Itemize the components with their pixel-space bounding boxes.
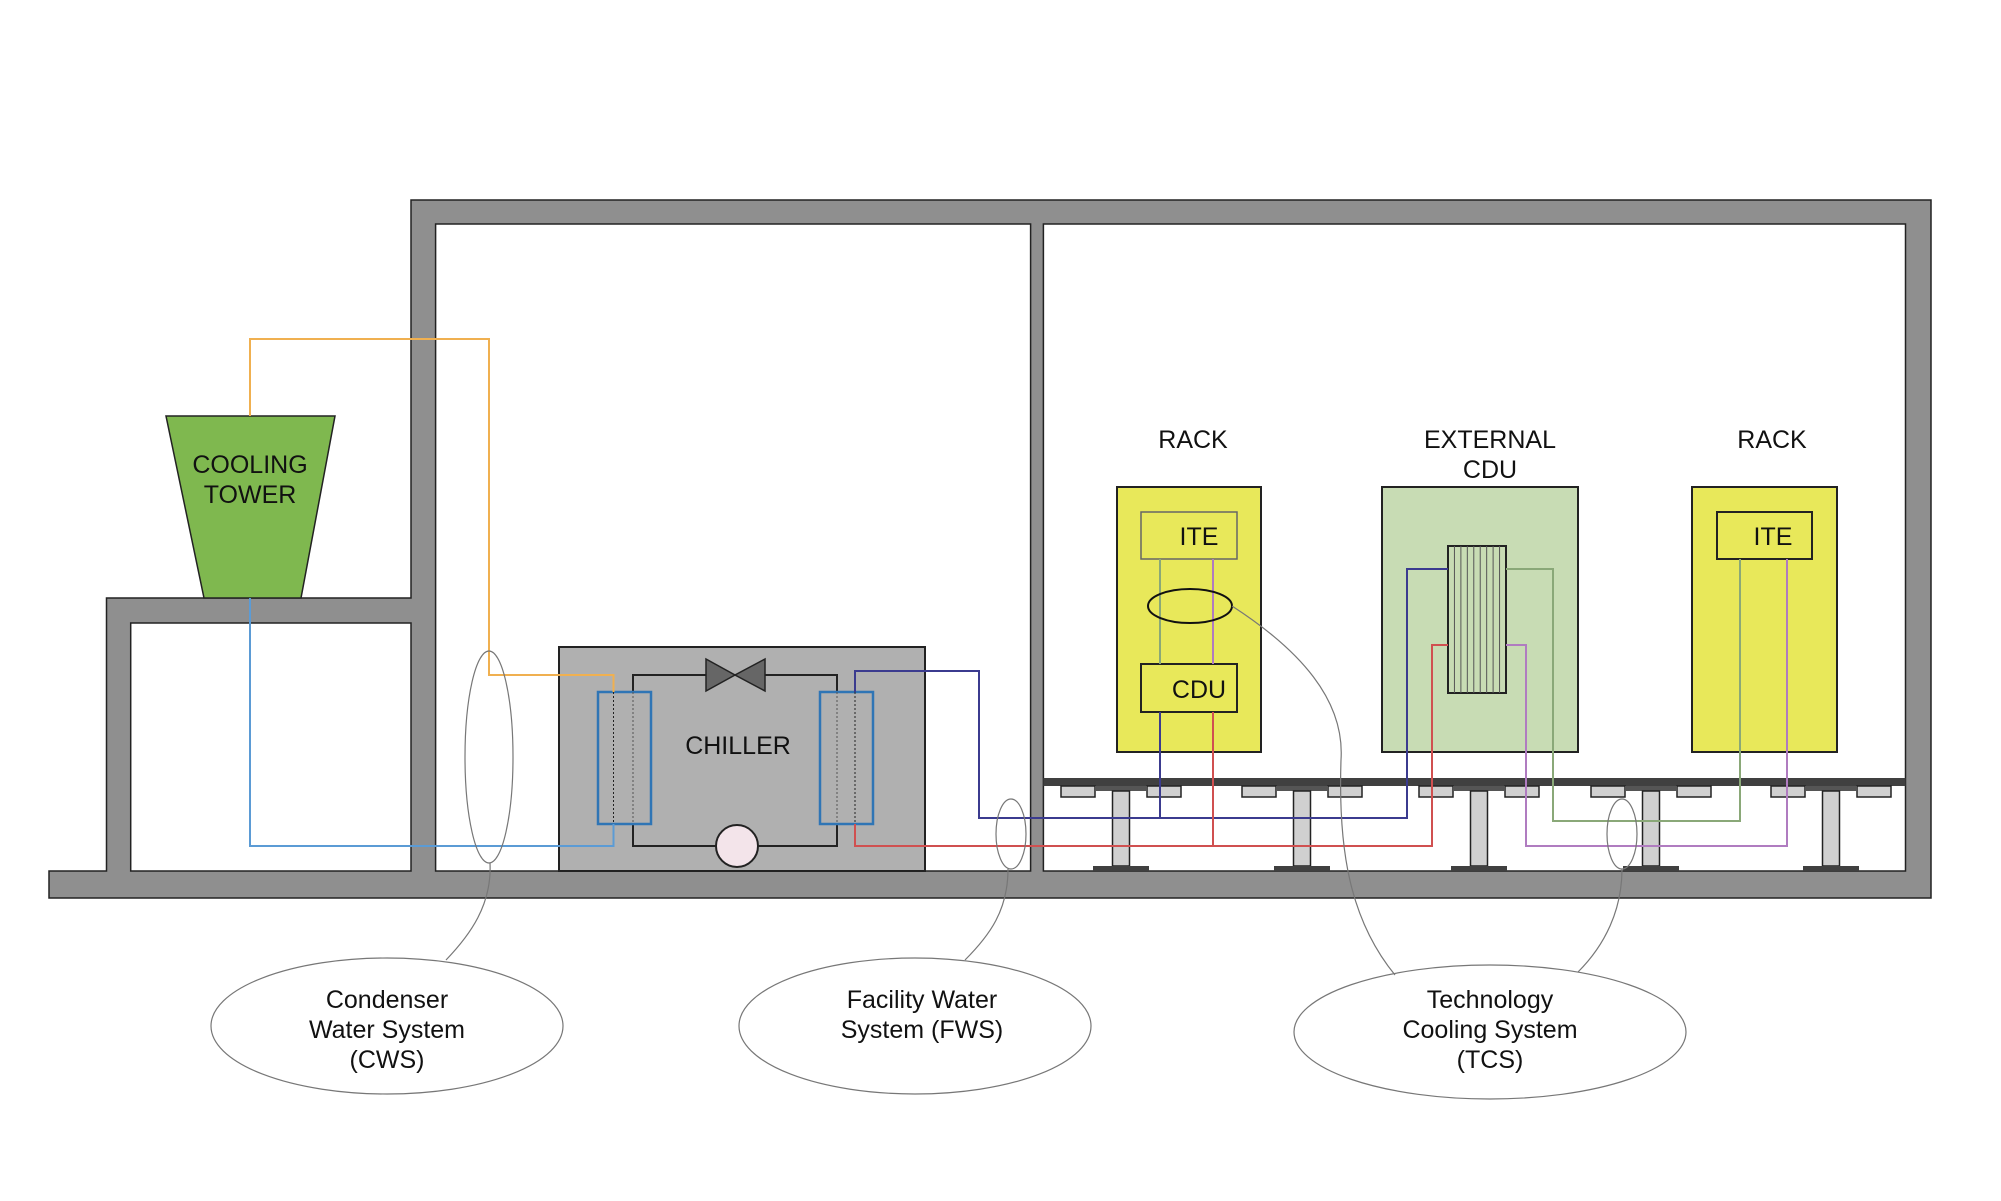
pedestal-foot: [1623, 866, 1679, 871]
floor-pedestal: [1060, 785, 1182, 871]
callout-text: Condenser Water System (CWS) Facility Wa…: [309, 986, 1578, 1074]
pedestal-cap: [1453, 786, 1505, 791]
floor-tile: [1856, 785, 1892, 798]
floor-pedestal: [1241, 785, 1363, 871]
external-cdu-plates: [1453, 546, 1501, 693]
cdu-in-rack-label: CDU: [1172, 676, 1226, 704]
ite-left: [1140, 511, 1238, 560]
floor-tile: [1241, 785, 1277, 798]
raised-floor-deck: [1043, 778, 1906, 786]
chiller-label: CHILLER: [685, 732, 791, 760]
cws-label-line1: Condenser: [326, 986, 448, 1014]
floor-pedestal: [1418, 785, 1540, 871]
pedestal-foot: [1803, 866, 1859, 871]
ite-right-label: ITE: [1754, 523, 1793, 551]
floor-tile: [1146, 785, 1182, 798]
cws-label-line3: (CWS): [350, 1046, 425, 1074]
tcs-leader-rack: [1231, 605, 1396, 976]
callouts: [210, 588, 1687, 1100]
external-cdu-heat-exchanger: [1447, 545, 1507, 694]
floor-tile: [1418, 785, 1454, 798]
pedestal-cap: [1625, 786, 1677, 791]
facility-return-pipe: [854, 644, 1448, 847]
cws-marker: [464, 650, 514, 864]
evaporator-heat-exchanger: [818, 690, 875, 826]
cooling-tower-label-line2: TOWER: [204, 481, 297, 509]
pedestal-stem: [1111, 790, 1131, 867]
ite-left-label: ITE: [1180, 523, 1219, 551]
cooling-tower: COOLING TOWER: [165, 415, 336, 599]
condenser-heat-exchanger: [596, 690, 653, 826]
floor-pedestal: [1770, 785, 1892, 871]
cdu-in-rack: [1140, 663, 1238, 713]
pedestal-foot: [1274, 866, 1330, 871]
fws-callout-bubble: [738, 957, 1092, 1095]
pedestal-cap: [1095, 786, 1147, 791]
tcs-callout-bubble: [1293, 964, 1687, 1100]
cws-leader: [445, 862, 491, 961]
floor-tile: [1060, 785, 1096, 798]
pedestal-stem: [1641, 790, 1661, 867]
fws-label-line1: Facility Water: [847, 986, 997, 1014]
fws-leader: [964, 868, 1009, 961]
rack-right: RACK ITE: [1691, 426, 1838, 753]
ite-right: [1716, 511, 1813, 560]
rack-right-label: RACK: [1737, 426, 1807, 454]
fws-label-line2: System (FWS): [841, 1016, 1004, 1044]
tcs-leader-pipe: [1577, 868, 1623, 973]
cws-callout-bubble: [210, 957, 564, 1095]
cooling-tower-label-line1: COOLING: [192, 451, 307, 479]
tcs-return-pipe: [1506, 559, 1788, 847]
tcs-label-line3: (TCS): [1457, 1046, 1524, 1074]
pedestal-cap: [1805, 786, 1857, 791]
pedestal-foot: [1093, 866, 1149, 871]
expansion-valve-icon-right: [733, 657, 766, 693]
annex-room: [129, 622, 412, 872]
external-cdu-label-line2: CDU: [1463, 456, 1517, 484]
condenser-supply-pipe: [249, 338, 615, 692]
pedestal-stem: [1469, 790, 1489, 867]
tcs-label-line2: Cooling System: [1402, 1016, 1577, 1044]
floor-tile: [1327, 785, 1363, 798]
pedestal-foot: [1451, 866, 1507, 871]
pedestal-stem: [1821, 790, 1841, 867]
rack-left-label: RACK: [1158, 426, 1228, 454]
floor-tile: [1676, 785, 1712, 798]
fws-marker: [995, 798, 1027, 870]
compressor-pump-icon: [715, 824, 759, 868]
raised-floor: [1043, 778, 1906, 871]
cooling-tower-body: [165, 415, 336, 599]
condenser-return-pipe: [249, 598, 615, 847]
floor-pedestal: [1590, 785, 1712, 871]
expansion-valve-icon: [705, 657, 737, 693]
pedestal-stem: [1292, 790, 1312, 867]
cws-label-line2: Water System: [309, 1016, 465, 1044]
floor-tile: [1590, 785, 1626, 798]
tcs-label-line1: Technology: [1427, 986, 1554, 1014]
tcs-supply-pipe: [1506, 559, 1741, 822]
external-cdu: EXTERNAL CDU: [1381, 426, 1579, 753]
facility-supply-pipe: [854, 568, 1448, 819]
floor-tile: [1504, 785, 1540, 798]
chiller: CHILLER: [558, 646, 926, 872]
external-cdu-label-line1: EXTERNAL: [1424, 426, 1556, 454]
pipes: [249, 338, 1788, 847]
rack-left: RACK ITE CDU: [1116, 426, 1262, 753]
pedestal-cap: [1276, 786, 1328, 791]
